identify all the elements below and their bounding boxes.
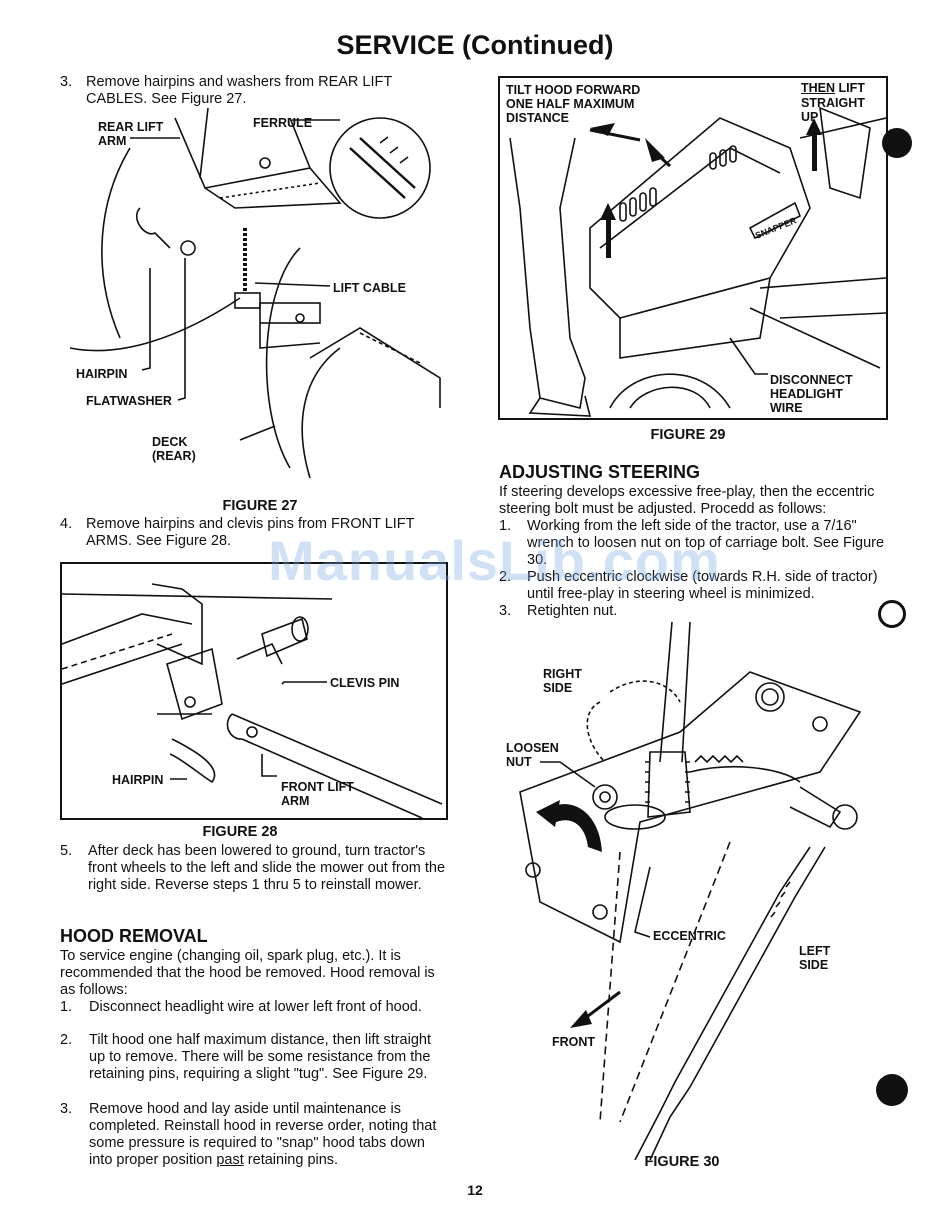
figure-27-illustration — [69, 108, 441, 479]
figure-29-illustration — [509, 106, 886, 417]
fig29-label-then-lift: THEN LIFT — [801, 81, 865, 95]
figure-30-caption: FIGURE 30 — [644, 1154, 720, 1170]
figure-29-frame — [498, 76, 888, 420]
step-number: 4. — [60, 516, 73, 532]
fig29-label-disconnect: DISCONNECT HEADLIGHT WIRE — [770, 373, 853, 415]
step-text: Push eccentric clockwise (towards R.H. s… — [527, 569, 878, 602]
step-text: After deck has been lowered to ground, t… — [88, 843, 446, 893]
figure-27-caption: FIGURE 27 — [222, 498, 298, 514]
step-number: 3. — [499, 603, 512, 619]
watermark: ManualsLib.com — [268, 529, 721, 592]
fig28-label-front-lift-arm: FRONT LIFT ARM — [281, 780, 354, 808]
figure-28-caption: FIGURE 28 — [202, 824, 278, 840]
fig29-label-tilt: TILT HOOD FORWARD ONE HALF MAXIMUM DISTA… — [506, 83, 641, 125]
step-text: Disconnect headlight wire at lower left … — [89, 999, 422, 1015]
step-number: 2. — [499, 569, 512, 585]
filled-punch-hole-icon — [882, 128, 912, 158]
step-text: Remove hairpins and clevis pins from FRO… — [86, 516, 415, 549]
adjusting-steering-intro: If steering develops excessive free-play… — [499, 484, 875, 517]
fig27-label-hairpin: HAIRPIN — [76, 367, 128, 381]
adjusting-steering-heading: ADJUSTING STEERING — [499, 462, 701, 482]
page-title: SERVICE (Continued) — [336, 30, 614, 60]
step-number: 3. — [60, 1101, 73, 1117]
step-number: 2. — [60, 1032, 73, 1048]
fig27-label-deck-rear: DECK (REAR) — [152, 435, 196, 463]
step-number: 3. — [60, 74, 73, 90]
step-number: 1. — [499, 518, 512, 534]
step-text: Remove hairpins and washers from REAR LI… — [86, 74, 392, 107]
fig28-label-hairpin: HAIRPIN — [112, 773, 164, 787]
figure-28-frame — [60, 562, 448, 820]
fig27-label-lift-cable: LIFT CABLE — [333, 281, 406, 295]
step-number: 1. — [60, 999, 73, 1015]
hood-removal-heading: HOOD REMOVAL — [60, 926, 208, 946]
fig30-label-loosen-nut: LOOSEN NUT — [506, 741, 559, 769]
figure-29-caption: FIGURE 29 — [650, 427, 726, 443]
step-text: Working from the left side of the tracto… — [527, 518, 885, 568]
fig28-label-clevis-pin: CLEVIS PIN — [330, 676, 400, 690]
step-text: Retighten nut. — [527, 603, 618, 619]
fig30-label-right-side: RIGHT SIDE — [543, 667, 582, 695]
figure-28-illustration — [62, 583, 443, 818]
fig29-label-straight-up: STRAIGHT UP — [801, 96, 865, 124]
fig30-label-eccentric: ECCENTRIC — [653, 929, 726, 943]
underlined-word: past — [216, 1152, 244, 1168]
fig30-label-front: FRONT — [552, 1035, 596, 1049]
hood-removal-intro: To service engine (changing oil, spark p… — [60, 948, 435, 998]
fig27-label-ferrule: FERRULE — [253, 116, 313, 130]
page-number: 12 — [467, 1182, 483, 1198]
step-text: Remove hood and lay aside until maintena… — [89, 1101, 437, 1168]
open-punch-hole-icon — [878, 600, 906, 628]
fig30-label-left-side: LEFT SIDE — [799, 944, 831, 972]
filled-punch-hole-icon — [876, 1074, 908, 1106]
step-text: Tilt hood one half maximum distance, the… — [89, 1032, 431, 1082]
fig27-label-rear-lift-arm: REAR LIFT ARM — [98, 120, 164, 148]
step-number: 5. — [60, 843, 73, 859]
figure-30-illustration — [519, 621, 862, 1160]
fig27-label-flatwasher: FLATWASHER — [86, 394, 172, 408]
